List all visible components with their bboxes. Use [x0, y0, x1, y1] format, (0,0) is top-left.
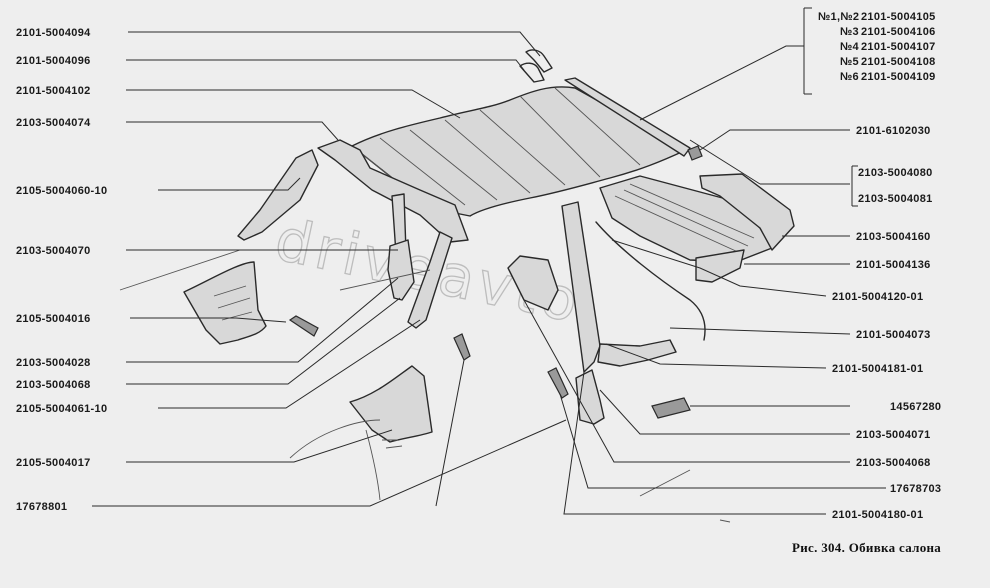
variants-list: №1,№2 2101-5004105 №3 2101-5004106 №4 21…	[818, 11, 936, 83]
door-panel-front	[183, 261, 267, 345]
c-pillar-trim	[407, 231, 453, 329]
label-right-12: 17678703	[890, 483, 941, 495]
label-right-10: 2103-5004071	[856, 429, 931, 441]
clip-14567280	[651, 397, 691, 419]
label-left-7: 2105-5004016	[16, 313, 91, 325]
label-left-8: 2103-5004028	[16, 357, 91, 369]
label-right-7: 2101-5004073	[856, 329, 931, 341]
seat-side-part	[597, 339, 677, 367]
label-left-4: 2103-5004074	[16, 117, 91, 129]
a-pillar-trim	[237, 149, 319, 241]
label-left-12: 17678801	[16, 501, 67, 513]
label-left-6: 2103-5004070	[16, 245, 91, 257]
clip-17678703	[547, 367, 569, 399]
b-pillar-lower	[387, 239, 415, 301]
label-right-8: 2101-5004181-01	[832, 363, 923, 375]
label-left-5: 2105-5004060-10	[16, 185, 107, 197]
variant-code-2: 2101-5004106	[861, 26, 936, 38]
variant-key-2: №3	[840, 26, 859, 38]
variant-key-4: №5	[840, 56, 859, 68]
label-right-13: 2101-5004180-01	[832, 509, 923, 521]
body-outline	[289, 419, 731, 523]
rear-box-part	[699, 173, 795, 251]
variant-key-3: №4	[840, 41, 860, 53]
rear-arc-part	[595, 221, 706, 341]
label-left-1: 2101-5004094	[16, 27, 91, 39]
variant-code-5: 2101-5004109	[861, 71, 936, 83]
label-right-1: 2101-6102030	[856, 125, 931, 137]
label-right-3: 2103-5004081	[858, 193, 933, 205]
variant-code-1: 2101-5004105	[861, 11, 936, 23]
label-left-10: 2105-5004061-10	[16, 403, 107, 415]
parts-drawing	[119, 49, 795, 523]
label-right-6: 2101-5004120-01	[832, 291, 923, 303]
plug-6102030	[687, 145, 703, 161]
leader-lines	[92, 7, 886, 515]
rear-pillar-strip	[561, 201, 601, 373]
figure-caption: Рис. 304. Обивка салона	[792, 540, 941, 555]
label-left-2: 2101-5004096	[16, 55, 91, 67]
front-pillar-trim	[317, 139, 469, 243]
label-left-9: 2103-5004068	[16, 379, 91, 391]
rear-bracket-part	[695, 249, 745, 283]
fastener-17678801	[453, 333, 471, 361]
labels-left: 2101-5004094 2101-5004096 2101-5004102 2…	[16, 27, 107, 513]
label-right-2: 2103-5004080	[858, 167, 933, 179]
label-right-9: 14567280	[890, 401, 941, 413]
rear-pillar-lower	[575, 369, 605, 425]
variant-key-5: №6	[840, 71, 859, 83]
clip-094	[525, 49, 553, 73]
label-right-4: 2103-5004160	[856, 231, 931, 243]
variant-code-3: 2101-5004107	[861, 41, 936, 53]
label-right-5: 2101-5004136	[856, 259, 931, 271]
labels-right: 2101-6102030 2103-5004080 2103-5004081 2…	[832, 125, 941, 521]
roof-rail-part	[564, 77, 691, 157]
label-left-11: 2105-5004017	[16, 457, 91, 469]
rear-shelf-part	[599, 175, 773, 263]
screw-part	[288, 315, 319, 337]
variant-key-1: №1,№2	[818, 11, 859, 23]
clip-096	[519, 62, 545, 83]
label-left-3: 2101-5004102	[16, 85, 91, 97]
variant-code-4: 2101-5004108	[861, 56, 936, 68]
label-right-11: 2103-5004068	[856, 457, 931, 469]
